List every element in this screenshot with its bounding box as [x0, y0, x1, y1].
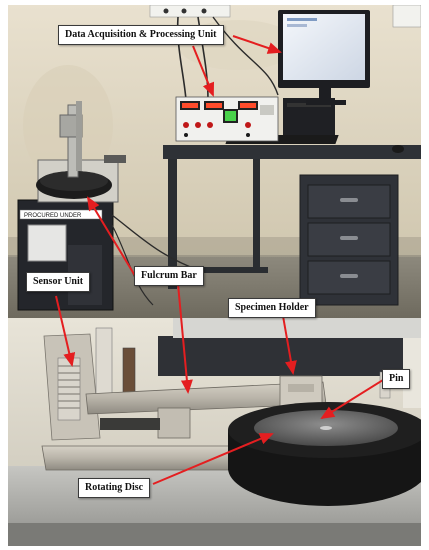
pin-on-disc-illustration: [8, 318, 421, 546]
pin-on-disc-closeup-photo: [8, 318, 421, 546]
callout-pin-label: Pin: [389, 373, 404, 384]
callout-fulcrum-label: Fulcrum Bar: [141, 270, 197, 281]
callout-sensor-unit: Sensor Unit: [26, 272, 91, 292]
callout-specimen-holder: Specimen Holder: [228, 298, 316, 318]
callout-daq-label: Data Acquisition & Processing Unit: [65, 29, 217, 40]
callout-sensor-label: Sensor Unit: [33, 276, 84, 287]
desk-top: [163, 145, 421, 159]
callout-pin: Pin: [382, 369, 411, 389]
sticker-text: PROCURED UNDER: [24, 213, 82, 219]
callout-rotating-disc-label: Rotating Disc: [85, 482, 144, 493]
base-plate: [41, 445, 241, 471]
callout-specimen-holder-label: Specimen Holder: [235, 302, 309, 313]
callout-fulcrum-bar: Fulcrum Bar: [134, 266, 204, 286]
power-socket-board: [149, 5, 231, 18]
load-cell-spring: [57, 357, 81, 421]
callout-daq-unit: Data Acquisition & Processing Unit: [58, 25, 224, 45]
callout-rotating-disc: Rotating Disc: [78, 478, 151, 498]
monitor-screen: [283, 14, 365, 80]
mouse: [392, 145, 404, 153]
